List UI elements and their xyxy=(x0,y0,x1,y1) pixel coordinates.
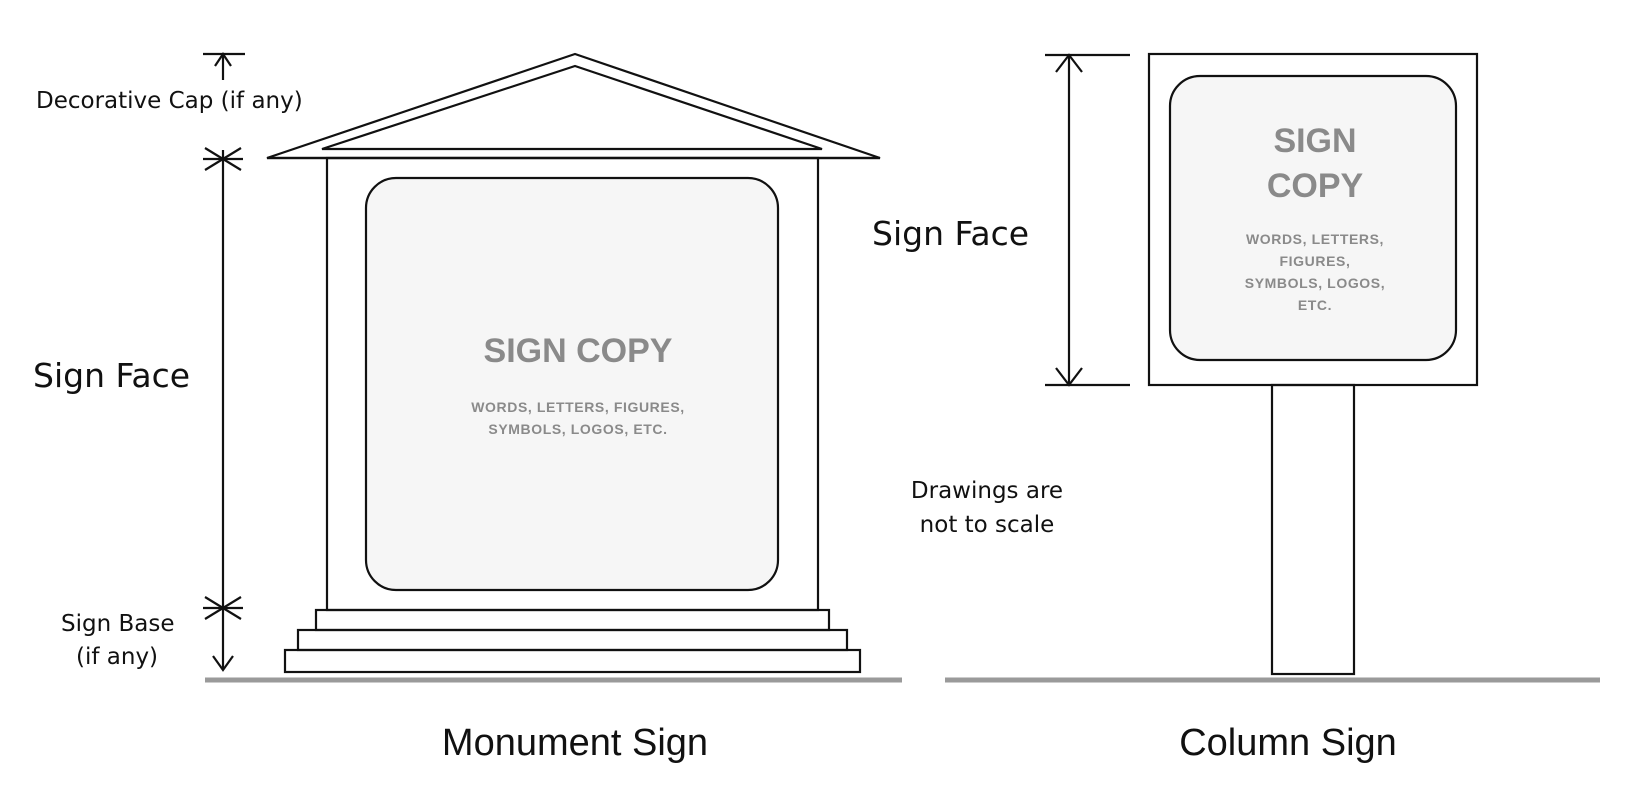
label-sign-base-line1: Sign Base xyxy=(61,611,174,637)
column-post xyxy=(1270,383,1356,676)
monument-sign: SIGN COPY WORDS, LETTERS, FIGURES, SYMBO… xyxy=(33,52,902,764)
caption-monument-sign: Monument Sign xyxy=(442,722,708,764)
monument-step-bottom xyxy=(283,648,862,674)
monument-sign-face xyxy=(364,176,780,592)
monument-copy-title: SIGN COPY xyxy=(484,332,673,370)
monument-copy-line2: SYMBOLS, LOGOS, ETC. xyxy=(488,421,667,437)
label-monument-sign-face: Sign Face xyxy=(33,356,190,395)
monument-copy-line1: WORDS, LETTERS, FIGURES, xyxy=(471,399,685,415)
column-sign-frame xyxy=(1147,52,1479,387)
column-copy-title-line1: SIGN xyxy=(1273,122,1356,160)
column-sign-face xyxy=(1168,74,1458,362)
column-dimension-arrow-bottom xyxy=(1055,367,1083,387)
column-sign: SIGN COPY WORDS, LETTERS, FIGURES, SYMBO… xyxy=(872,52,1600,764)
note-not-to-scale-line2: not to scale xyxy=(920,512,1055,538)
monument-cap-inner xyxy=(321,64,823,151)
monument-step-middle xyxy=(296,628,849,652)
monument-cap-outer xyxy=(266,52,881,160)
column-copy-line4: ETC. xyxy=(1298,297,1332,313)
column-copy-title-line2: COPY xyxy=(1267,167,1364,205)
column-copy-line1: WORDS, LETTERS, xyxy=(1246,231,1384,247)
cap-dimension-arrow xyxy=(214,52,232,67)
caption-column-sign: Column Sign xyxy=(1179,722,1397,764)
label-column-sign-face: Sign Face xyxy=(872,214,1029,253)
monument-step-top xyxy=(314,608,831,632)
base-dimension-arrow xyxy=(212,655,234,672)
label-sign-base-line2: (if any) xyxy=(76,644,158,670)
column-copy-line3: SYMBOLS, LOGOS, xyxy=(1245,275,1385,291)
column-dimension-arrow-top xyxy=(1055,53,1083,73)
column-copy-line2: FIGURES, xyxy=(1280,253,1351,269)
label-decorative-cap: Decorative Cap (if any) xyxy=(36,88,303,114)
note-not-to-scale-line1: Drawings are xyxy=(911,478,1063,504)
